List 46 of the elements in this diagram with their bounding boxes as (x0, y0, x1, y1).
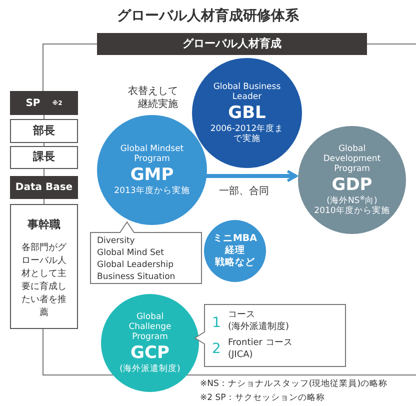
program-note: (海外派遣制度) (118, 364, 182, 374)
topic-text: Business Situation (97, 271, 176, 283)
footnote-text: ※2 SP：サクセッションの略称 (200, 392, 325, 405)
program-note: 2010年度から実施 (313, 206, 391, 216)
course-number: 2 (212, 343, 222, 355)
program-note: 2013年度から実施 (113, 186, 191, 196)
topic-text: Global Leadership (97, 259, 175, 271)
callout-bubble (194, 304, 346, 367)
bar-label: SP (26, 96, 40, 110)
role-box (10, 146, 78, 169)
program-name: Global Development Program (322, 144, 382, 174)
program-name: Global Mindset Program (119, 144, 185, 164)
program-acronym: GCP (130, 342, 170, 364)
program-name: Global Business Leader (212, 82, 282, 102)
header-bar (10, 91, 78, 115)
program-name: Global Challenge Program (128, 312, 172, 342)
role-label: 事幹職 (28, 217, 60, 233)
footnote-text: ※NS：ナショナルスタッフ(現地従業員)の略称 (200, 378, 388, 391)
course-name: コース (228, 309, 256, 321)
program-note: 2006-2012年度まで実施 (209, 124, 285, 144)
role-description: 各部門がグローバル人材として主要に育成したい者を推薦 (21, 242, 67, 320)
header-bar (10, 176, 78, 199)
program-acronym: GBL (228, 102, 266, 124)
role-box (10, 204, 78, 329)
arrow (206, 170, 298, 182)
bar-label: Data Base (15, 181, 73, 195)
topic-text: Diversity (97, 235, 136, 247)
course-name: Frontier コース (228, 337, 292, 349)
topic-text: 戦略など (215, 257, 255, 269)
course-note: (海外派遣制度) (228, 321, 290, 333)
course-note: (JICA) (228, 349, 254, 361)
topic-text: 経理 (225, 245, 245, 257)
course-number: 1 (212, 317, 222, 329)
role-box (10, 119, 78, 143)
program-note: (海外NS$^{※}$向) (326, 196, 378, 206)
callout-bubble (90, 221, 202, 284)
bar-label: グローバル人材育成 (182, 36, 282, 52)
role-label: 課長 (33, 149, 55, 166)
diagram-title: グローバル人材育成研修体系 (116, 6, 300, 26)
note-text: 衣替えして継続実施 (127, 85, 178, 111)
topic-text: Global Mind Set (97, 247, 165, 259)
program-acronym: GMP (130, 164, 174, 186)
topic-text: ミニMBA (212, 233, 258, 245)
role-label: 部長 (33, 122, 55, 139)
program-acronym: GDP (332, 174, 372, 195)
header-bar (97, 33, 367, 55)
